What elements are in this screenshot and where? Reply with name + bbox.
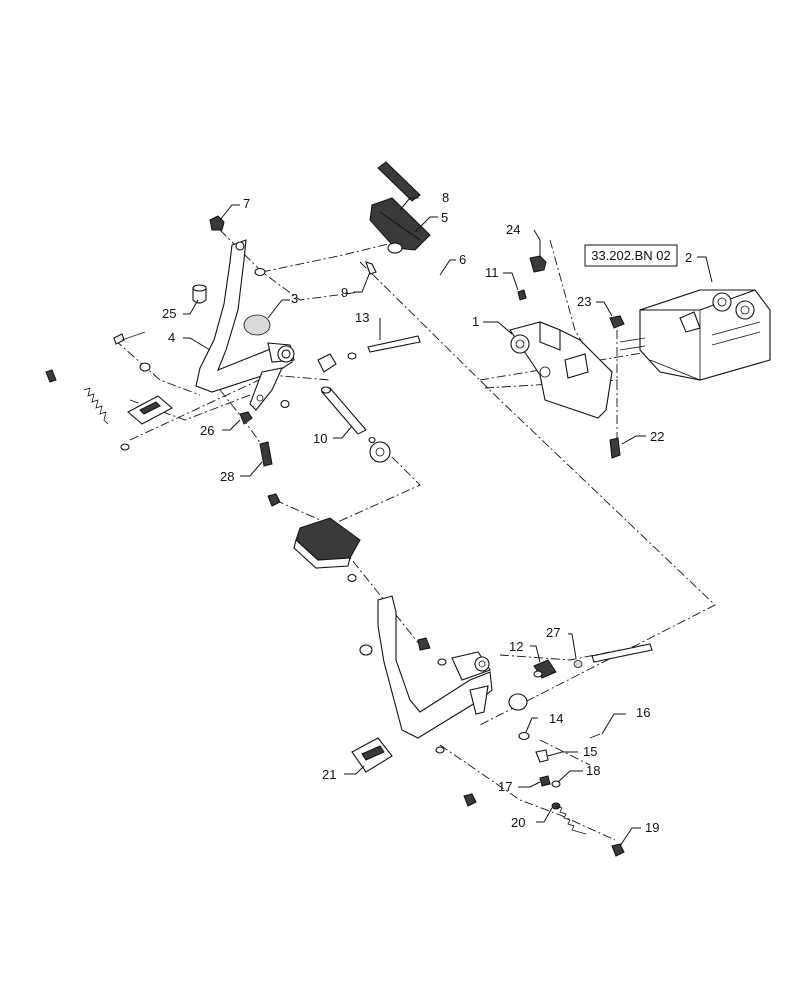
part-18-washer xyxy=(551,780,561,788)
callout-6: 6 xyxy=(459,252,466,267)
washer-lower-arm xyxy=(437,658,447,666)
callout-9: 9 xyxy=(341,285,348,300)
callout-19: 19 xyxy=(645,820,659,835)
part-11-pin xyxy=(517,289,527,301)
callout-13: 13 xyxy=(355,310,369,325)
part-21-rubber-pad xyxy=(351,737,393,773)
part-13-rod xyxy=(317,335,421,373)
part-8-grip-rod xyxy=(377,161,421,202)
gear-washer-10 xyxy=(369,441,391,463)
part-9-pin xyxy=(365,261,377,275)
part-lower-pedal-arm xyxy=(377,595,493,739)
leader-lines xyxy=(183,197,713,847)
part-19-bolt xyxy=(611,843,625,857)
callout-4: 4 xyxy=(168,330,175,345)
callout-18: 18 xyxy=(586,763,600,778)
bolt-left-top xyxy=(113,331,146,345)
callout-24: 24 xyxy=(506,222,520,237)
part-2-brake-valve xyxy=(619,289,771,381)
part-16-clip xyxy=(589,733,601,739)
part-20-spring xyxy=(551,802,587,835)
callout-26: 26 xyxy=(200,423,214,438)
callout-17: 17 xyxy=(498,779,512,794)
bolt-lower-pad xyxy=(463,793,477,807)
callout-2: 2 xyxy=(685,250,692,265)
part-23-nut xyxy=(609,315,625,329)
part-17-nut xyxy=(539,775,551,787)
part-pedal-pad-lower xyxy=(293,517,361,569)
callout-28: 28 xyxy=(220,469,234,484)
callout-22: 22 xyxy=(650,429,664,444)
part-12-clevis xyxy=(533,659,557,679)
washer-lower xyxy=(347,573,357,583)
callout-8: 8 xyxy=(442,190,449,205)
part-14-washer xyxy=(518,731,530,741)
callout-11: 11 xyxy=(485,265,499,280)
washer-small-10 xyxy=(368,436,376,444)
large-washer-lower xyxy=(508,693,528,711)
part-5-upper-pedal-pad xyxy=(369,197,431,254)
reference-box-label: 33.202.BN 02 xyxy=(591,248,671,263)
bolt-lower-top xyxy=(267,493,281,507)
part-15-pin xyxy=(535,749,549,763)
callout-5: 5 xyxy=(441,210,448,225)
callout-27: 27 xyxy=(546,625,560,640)
part-3-washer xyxy=(243,314,271,336)
part-28-bolt xyxy=(259,441,273,467)
bump-stop-lower xyxy=(359,644,373,656)
callout-7: 7 xyxy=(243,196,250,211)
part-22-bolt xyxy=(609,437,621,459)
callout-21: 21 xyxy=(322,767,336,782)
callout-1: 1 xyxy=(472,314,479,329)
part-25-bump-stop xyxy=(192,284,207,304)
callout-labels: 1 2 3 4 5 6 7 8 9 10 11 12 13 14 15 16 1… xyxy=(162,190,692,835)
callout-12: 12 xyxy=(509,639,523,654)
callout-10: 10 xyxy=(313,431,327,446)
small-fasteners-upper xyxy=(120,267,290,451)
rod-lower xyxy=(591,643,653,663)
callout-25: 25 xyxy=(162,306,176,321)
part-24-bolt xyxy=(529,255,547,273)
small-rubber-pad-upper xyxy=(127,395,173,425)
callout-15: 15 xyxy=(583,744,597,759)
assembly-lines xyxy=(114,229,716,841)
spring-upper-left xyxy=(45,369,109,425)
callout-20: 20 xyxy=(511,815,525,830)
callout-23: 23 xyxy=(577,294,591,309)
reference-box-33-202-bn-02[interactable]: 33.202.BN 02 xyxy=(584,244,678,267)
part-10-long-pin xyxy=(320,386,367,435)
part-27-nut xyxy=(573,660,583,668)
part-1-bracket xyxy=(509,321,613,419)
callout-3: 3 xyxy=(291,291,298,306)
callout-16: 16 xyxy=(636,705,650,720)
part-4-upper-pedal-arm xyxy=(195,239,295,411)
nut-lower-arm xyxy=(417,637,431,651)
washer-lower-pad xyxy=(435,746,445,754)
callout-14: 14 xyxy=(549,711,563,726)
